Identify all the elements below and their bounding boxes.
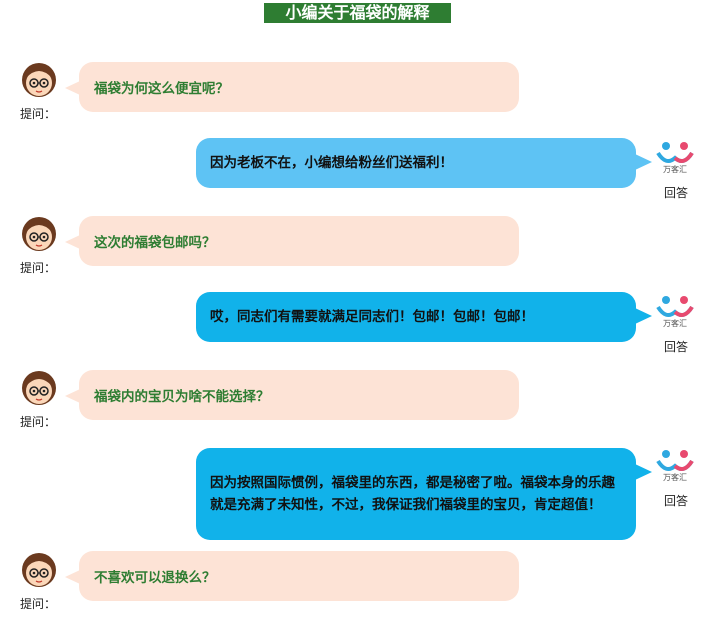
girl-avatar-icon [22,63,56,97]
asker-label: 提问： [20,261,57,275]
brand-logo-icon: 万客汇 [656,450,694,482]
answer-label: 回答 [664,494,689,508]
question-text: 福袋为何这么便宜呢？ [94,81,229,97]
question-text: 这次的福袋包邮吗？ [94,235,216,251]
brand-logo-icon: 万客汇 [656,296,694,328]
question-bubble: 这次的福袋包邮吗？ [65,216,519,266]
logo-text: 万客汇 [663,472,687,482]
answer-bubble: 因为老板不在，小编想给粉丝们送福利！ [196,138,652,188]
asker-label: 提问： [20,415,57,429]
girl-avatar-icon [22,553,56,587]
answer-label: 回答 [664,186,689,200]
brand-logo-icon: 万客汇 [656,142,694,174]
question-bubble: 福袋内的宝贝为啥不能选择？ [65,370,519,420]
question-bubble: 福袋为何这么便宜呢？ [65,62,519,112]
page-title: 小编关于福袋的解释 [264,3,451,23]
question-bubble: 不喜欢可以退换么？ [65,551,519,601]
answer-bubble: 因为按照国际惯例，福袋里的东西，都是秘密了啦。福袋本身的乐趣就是充满了未知性，不… [196,448,652,540]
answer-text: 因为老板不在，小编想给粉丝们送福利！ [210,155,453,171]
girl-avatar-icon [22,217,56,251]
question-text: 福袋内的宝贝为啥不能选择？ [94,389,270,405]
girl-avatar-icon [22,371,56,405]
answer-text: 哎，同志们有需要就满足同志们！包邮！包邮！包邮！ [210,309,534,325]
logo-text: 万客汇 [663,318,687,328]
logo-text: 万客汇 [663,164,687,174]
answer-text: 因为按照国际惯例，福袋里的东西，都是秘密了啦。福袋本身的乐趣就是充满了未知性，不… [210,475,615,513]
question-text: 不喜欢可以退换么？ [94,570,216,586]
asker-label: 提问： [20,597,57,611]
asker-label: 提问： [20,107,57,121]
answer-label: 回答 [664,340,689,354]
answer-bubble: 哎，同志们有需要就满足同志们！包邮！包邮！包邮！ [196,292,652,342]
